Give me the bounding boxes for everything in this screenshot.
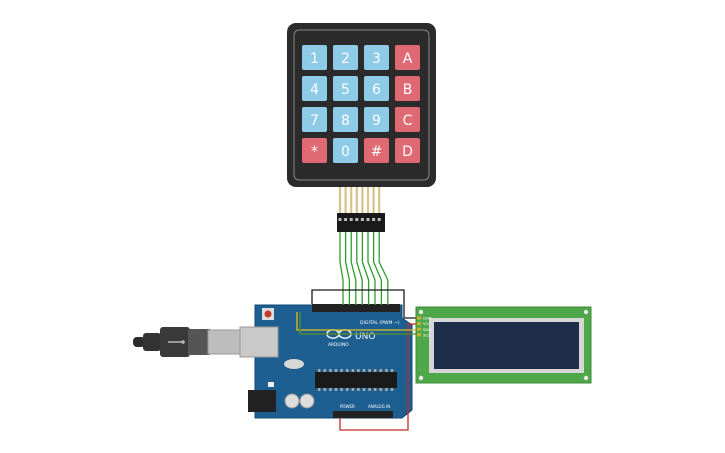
- status-led: [268, 382, 274, 387]
- keypad-key-#[interactable]: #: [364, 138, 389, 163]
- usb-b-port: [239, 326, 279, 358]
- lcd-pin-label: SCL: [423, 332, 431, 337]
- keypad-key-label: C: [403, 113, 413, 129]
- brand-label: ARDUINO: [328, 342, 349, 348]
- digital-header: [312, 304, 400, 312]
- keypad-key-label: 0: [341, 144, 350, 160]
- lcd-pin-label: GND: [423, 316, 432, 321]
- lcd-screen: [434, 322, 579, 369]
- keypad-key-label: #: [371, 144, 383, 160]
- lcd-pin-label: VCC: [423, 321, 431, 326]
- model-label: UNO: [355, 332, 375, 342]
- keypad-key-label: D: [402, 144, 413, 160]
- keypad-key-B[interactable]: B: [395, 76, 420, 101]
- crystal: [284, 359, 304, 369]
- lcd-pin-label: SDA: [423, 327, 431, 332]
- keypad-key-label: 4: [310, 82, 319, 98]
- keypad-key-9[interactable]: 9: [364, 107, 389, 132]
- keypad-key-4[interactable]: 4: [302, 76, 327, 101]
- power-analog-header: [333, 411, 393, 418]
- keypad-data-wires: [339, 232, 389, 305]
- keypad-4x4[interactable]: 1 2 3 A 4 5 6 B 7 8 9 C * 0 # D: [287, 23, 436, 232]
- keypad-key-label: 1: [310, 51, 319, 67]
- digital-label: DIGITAL (PWM ~): [360, 320, 400, 326]
- keypad-key-D[interactable]: D: [395, 138, 420, 163]
- keypad-key-6[interactable]: 6: [364, 76, 389, 101]
- keypad-key-3[interactable]: 3: [364, 45, 389, 70]
- keypad-key-label: 7: [310, 113, 319, 129]
- keypad-key-7[interactable]: 7: [302, 107, 327, 132]
- keypad-key-0[interactable]: 0: [333, 138, 358, 163]
- keypad-key-5[interactable]: 5: [333, 76, 358, 101]
- keypad-connector: [337, 213, 385, 232]
- keypad-key-label: *: [311, 144, 318, 160]
- keypad-key-label: B: [403, 82, 413, 98]
- vcc-wire: [339, 323, 422, 431]
- keypad-key-C[interactable]: C: [395, 107, 420, 132]
- capacitor: [284, 393, 300, 409]
- gnd-wire: [311, 289, 422, 319]
- power-label: POWER: [340, 404, 355, 409]
- usb-icon: [168, 340, 185, 344]
- keypad-key-label: 5: [341, 82, 350, 98]
- keypad-key-label: 9: [372, 113, 381, 129]
- analog-label: ANALOG IN: [368, 404, 390, 409]
- keypad-key-label: 3: [372, 51, 381, 67]
- capacitor: [299, 393, 315, 409]
- keypad-key-8[interactable]: 8: [333, 107, 358, 132]
- keypad-key-label: 2: [341, 51, 350, 67]
- keypad-key-label: A: [403, 51, 413, 67]
- keypad-key-label: 6: [372, 82, 381, 98]
- keypad-key-1[interactable]: 1: [302, 45, 327, 70]
- usb-cable[interactable]: [133, 327, 243, 357]
- keypad-key-*[interactable]: *: [302, 138, 327, 163]
- atmega-chip: [315, 372, 397, 388]
- keypad-key-2[interactable]: 2: [333, 45, 358, 70]
- keypad-key-A[interactable]: A: [395, 45, 420, 70]
- keypad-key-label: 8: [341, 113, 350, 129]
- arduino-uno-board[interactable]: DIGITAL (PWM ~) ARDUINO UNO POWER ANALOG…: [239, 304, 413, 419]
- power-jack: [248, 390, 276, 412]
